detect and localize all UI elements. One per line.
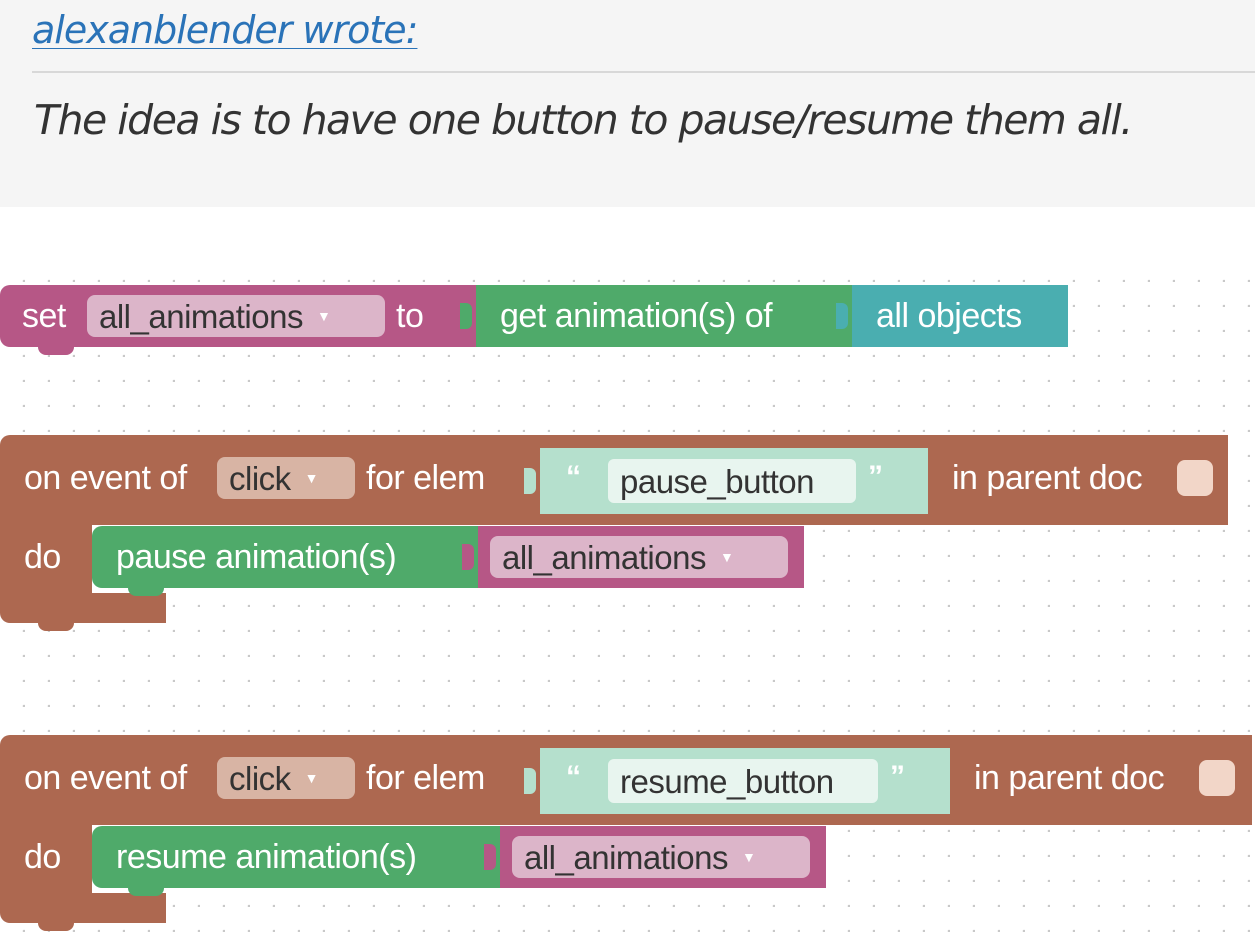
- set-block-tab: [38, 345, 74, 355]
- event-type-dropdown[interactable]: click ▼: [217, 757, 355, 799]
- event-block-tab: [38, 921, 74, 931]
- close-quote-icon: ”: [890, 760, 905, 793]
- event-block-spine: [0, 823, 92, 895]
- set-label: set: [22, 297, 66, 335]
- open-quote-icon: “: [566, 460, 581, 493]
- event-block-footer: [0, 593, 166, 623]
- chevron-down-icon: ▼: [316, 308, 331, 324]
- on-event-label: on event of: [24, 459, 187, 497]
- all-objects-block[interactable]: [852, 285, 1068, 347]
- pause-animations-label: pause animation(s): [116, 538, 397, 576]
- event-block-tab: [38, 621, 74, 631]
- chevron-down-icon: ▼: [741, 849, 756, 865]
- on-event-label: on event of: [24, 759, 187, 797]
- quote-block: alexanblender wrote: The idea is to have…: [0, 0, 1255, 207]
- input-connector-icon: [460, 303, 472, 329]
- variable-dropdown-value: all_animations: [524, 838, 728, 876]
- do-label: do: [24, 838, 61, 876]
- variable-dropdown[interactable]: all_animations ▼: [490, 536, 788, 578]
- for-elem-label: for elem: [366, 459, 485, 497]
- variable-dropdown-value: all_animations: [99, 297, 303, 335]
- variable-dropdown[interactable]: all_animations ▼: [87, 295, 385, 337]
- in-parent-doc-label: in parent doc: [952, 459, 1143, 497]
- input-connector-icon: [524, 768, 536, 794]
- event-type-value: click: [229, 459, 291, 497]
- quote-divider: [32, 71, 1255, 73]
- element-name-field[interactable]: pause_button: [608, 459, 856, 503]
- in-parent-doc-label: in parent doc: [974, 759, 1165, 797]
- open-quote-icon: “: [566, 760, 581, 793]
- chevron-down-icon: ▼: [304, 470, 319, 486]
- input-connector-icon: [524, 468, 536, 494]
- all-objects-label: all objects: [876, 297, 1022, 335]
- event-type-dropdown[interactable]: click ▼: [217, 457, 355, 499]
- resume-block-tab: [128, 886, 164, 896]
- variable-dropdown-value: all_animations: [502, 538, 706, 576]
- parent-doc-checkbox[interactable]: [1199, 760, 1235, 796]
- get-animations-block[interactable]: [476, 285, 854, 347]
- chevron-down-icon: ▼: [719, 549, 734, 565]
- for-elem-label: for elem: [366, 759, 485, 797]
- input-connector-icon: [462, 544, 474, 570]
- do-label: do: [24, 538, 61, 576]
- pause-animations-block[interactable]: [92, 526, 480, 588]
- element-name-field[interactable]: resume_button: [608, 759, 878, 803]
- quote-author-link[interactable]: alexanblender wrote:: [32, 8, 418, 52]
- input-connector-icon: [484, 844, 496, 870]
- blocks-workspace[interactable]: set all_animations ▼ to get animation(s)…: [0, 257, 1255, 934]
- to-label: to: [396, 297, 424, 335]
- close-quote-icon: ”: [868, 460, 883, 493]
- event-block-footer: [0, 893, 166, 923]
- get-animations-label: get animation(s) of: [500, 297, 773, 335]
- element-name-value: resume_button: [620, 762, 834, 800]
- resume-animations-label: resume animation(s): [116, 838, 417, 876]
- event-type-value: click: [229, 759, 291, 797]
- chevron-down-icon: ▼: [304, 770, 319, 786]
- element-name-value: pause_button: [620, 462, 815, 500]
- variable-dropdown[interactable]: all_animations ▼: [512, 836, 810, 878]
- resume-animations-block[interactable]: [92, 826, 502, 888]
- event-block-spine: [0, 523, 92, 595]
- input-connector-icon: [836, 303, 848, 329]
- parent-doc-checkbox[interactable]: [1177, 460, 1213, 496]
- quote-text: The idea is to have one button to pause/…: [34, 96, 1133, 144]
- pause-block-tab: [128, 586, 164, 596]
